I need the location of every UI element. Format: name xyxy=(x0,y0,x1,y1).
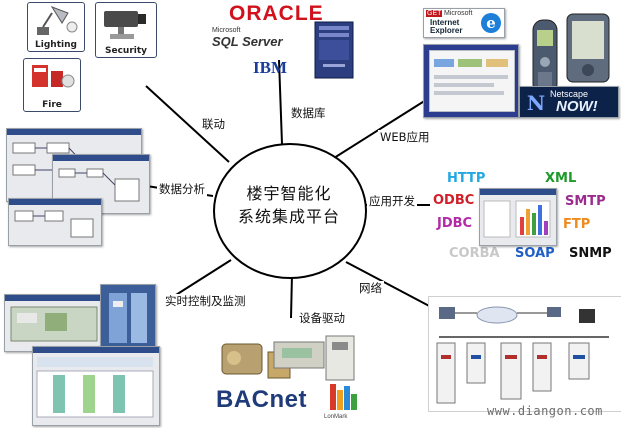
spoke-network xyxy=(345,261,434,309)
realtime-screen-2 xyxy=(32,346,160,426)
pda-icon xyxy=(566,13,610,83)
analysis-screen-2-titlebar xyxy=(53,155,149,161)
spoke-linkage xyxy=(145,85,230,163)
analysis-screen-3-titlebar xyxy=(9,199,101,205)
ie-logo-box: GET Microsoft Internet Explorer e xyxy=(423,8,505,38)
appdev-bar-chart xyxy=(483,200,551,238)
proto-http: HTTP xyxy=(447,171,486,186)
tile-security-label: Security xyxy=(104,46,148,56)
realtime-plan-1 xyxy=(10,306,98,342)
driver-cluster: BACnet LonMark xyxy=(214,328,360,426)
ie-ms-text: Microsoft xyxy=(444,10,473,17)
proto-jdbc: JDBC xyxy=(437,216,473,231)
netscape-n-icon: N xyxy=(527,91,545,114)
ie-e-icon: e xyxy=(481,13,501,33)
label-device-driver: 设备驱动 xyxy=(297,311,347,326)
label-database: 数据库 xyxy=(289,106,328,121)
analysis-screenshots xyxy=(6,128,150,246)
label-network: 网络 xyxy=(357,281,384,296)
realtime-screenshots xyxy=(4,284,164,426)
hardware-devices-icon xyxy=(221,335,355,381)
appdev-screenshot xyxy=(479,188,557,246)
netscape-text: Netscape xyxy=(550,89,589,99)
tile-lighting-label: Lighting xyxy=(35,40,77,50)
ie-line1: Internet xyxy=(430,18,460,27)
proto-xml: XML xyxy=(545,171,577,186)
oracle-logo: ORACLE xyxy=(229,2,324,25)
hub-title: 楼宇智能化 系统集成平台 xyxy=(213,182,365,228)
bacnet-logo: BACnet xyxy=(216,386,307,413)
tile-fire: Fire xyxy=(23,58,81,112)
lonmark-logo: LonMark xyxy=(324,414,348,420)
ms-small-logo: Microsoft xyxy=(212,27,241,34)
spoke-database xyxy=(278,59,283,145)
mobile-phone-icon xyxy=(532,19,558,95)
web-screenshot xyxy=(423,44,519,118)
hub-title-line2: 系统集成平台 xyxy=(237,207,340,226)
proto-smtp: SMTP xyxy=(565,194,606,209)
appdev-cluster: HTTP XML ODBC SMTP JDBC FTP CORBA SOAP S… xyxy=(431,168,621,266)
ibm-logo: IBM xyxy=(253,58,287,77)
tile-lighting: Lighting xyxy=(27,2,85,52)
server-icon xyxy=(314,21,354,79)
web-app-chart xyxy=(434,59,508,95)
analysis-flow-3 xyxy=(14,210,94,238)
realtime-grid xyxy=(36,357,154,418)
fire-alarm-icon xyxy=(32,65,75,88)
analysis-screen-3 xyxy=(8,198,102,246)
cabinet-icon xyxy=(109,293,147,343)
svg-text:e: e xyxy=(486,14,496,32)
camera-icon xyxy=(104,11,146,39)
web-screenshot-pane xyxy=(429,50,515,112)
realtime-screen-2-titlebar xyxy=(33,347,159,353)
proto-soap: SOAP xyxy=(515,246,555,261)
appdev-titlebar xyxy=(480,189,556,195)
spoke-realtime xyxy=(167,259,232,301)
netscape-now: NOW! xyxy=(556,98,598,115)
analysis-flow-2 xyxy=(58,168,140,202)
label-realtime: 实时控制及监测 xyxy=(163,294,248,309)
analysis-screen-1-titlebar xyxy=(7,129,141,135)
label-app-dev: 应用开发 xyxy=(367,194,417,209)
sqlserver-logo: SQL Server xyxy=(212,34,283,49)
realtime-screen-1-titlebar xyxy=(5,295,105,301)
control-cabinet-photo xyxy=(100,284,156,356)
network-topology xyxy=(428,296,621,412)
ie-get-badge: GET xyxy=(426,10,443,17)
svg-text:N: N xyxy=(527,91,545,114)
label-data-analysis: 数据分析 xyxy=(157,182,207,197)
netscape-logo-box: Netscape NOW! N xyxy=(519,86,619,118)
tile-security: Security xyxy=(95,2,157,58)
realtime-screen-1 xyxy=(4,294,106,352)
spoke-driver xyxy=(290,273,293,319)
proto-snmp: SNMP xyxy=(569,246,612,261)
ie-line2: Explorer xyxy=(430,26,463,35)
lonmark-icon xyxy=(330,384,357,410)
proto-odbc: ODBC xyxy=(433,193,475,208)
database-cluster: ORACLE Microsoft SQL Server IBM xyxy=(205,0,365,82)
label-web-app: WEB应用 xyxy=(378,130,432,145)
watermark: www.diangon.com xyxy=(487,404,603,418)
proto-ftp: FTP xyxy=(563,217,591,232)
spoke-web xyxy=(333,99,427,159)
proto-corba: CORBA xyxy=(449,246,500,261)
tile-fire-label: Fire xyxy=(42,100,62,110)
web-cluster: GET Microsoft Internet Explorer e xyxy=(423,8,619,118)
hub-title-line1: 楼宇智能化 xyxy=(246,184,332,203)
hub-circle xyxy=(213,143,367,279)
network-topology-graphic xyxy=(436,306,609,404)
lamp-icon xyxy=(37,6,78,35)
label-linkage: 联动 xyxy=(200,117,227,132)
